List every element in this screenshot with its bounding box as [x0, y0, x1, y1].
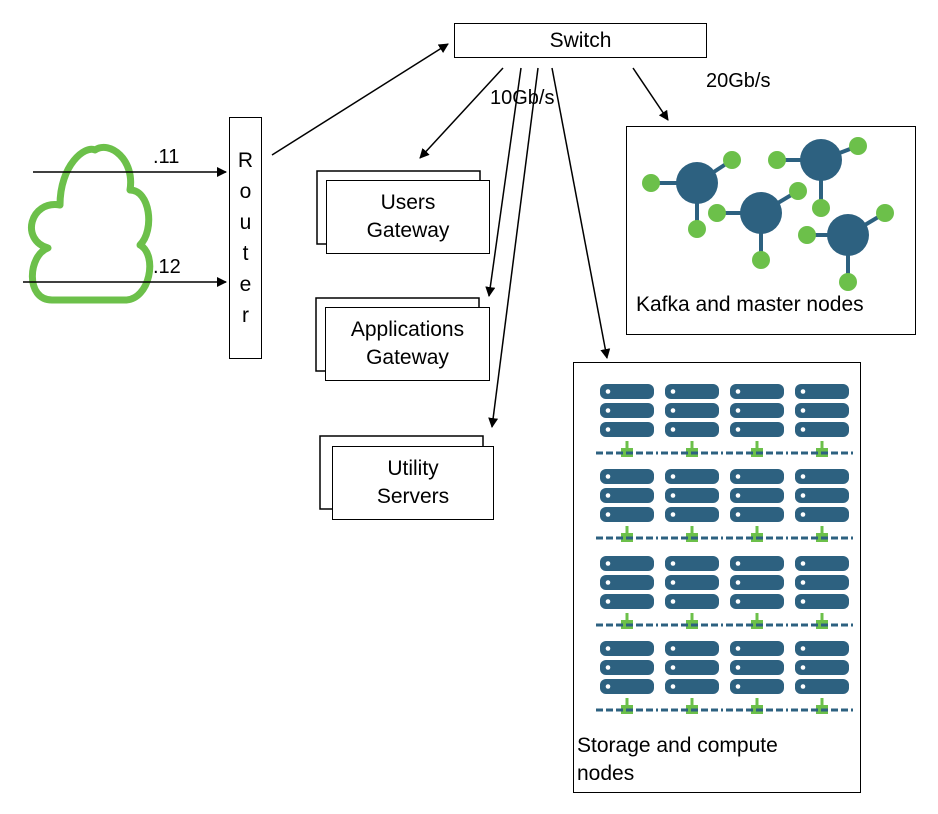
server-rack-icon [726, 384, 788, 457]
server-rack-icon [596, 641, 658, 714]
kafka-nodes-group [642, 137, 894, 291]
kafka-label: Kafka and master nodes [636, 293, 864, 316]
router-letter: o [239, 180, 252, 203]
applications-gateway-line-2: Gateway [366, 346, 449, 369]
switch-to-storage-arrow [551, 67, 611, 359]
utility-servers-box: Utility Servers [332, 446, 494, 520]
router-letter: R [237, 149, 254, 172]
gateway-speed-label: 10Gb/s [490, 87, 555, 109]
switch-box: Switch [454, 23, 707, 58]
router-letter: t [242, 242, 249, 265]
server-rack-icon [661, 384, 723, 457]
server-rack-icon [596, 469, 658, 542]
server-rack-icon [661, 469, 723, 542]
switch-label: Switch [549, 28, 612, 52]
server-rack-icon [791, 469, 853, 542]
server-rack-icon [791, 556, 853, 629]
storage-nodes-group [596, 384, 853, 714]
switch-to-utility-servers-arrow [488, 67, 539, 428]
router-input-label-12: .12 [153, 256, 181, 278]
users-gateway-line-1: Users [380, 191, 436, 214]
server-rack-icon [791, 641, 853, 714]
router-box: R o u t e r [229, 117, 262, 359]
switch-to-users-gateway-arrow [419, 67, 504, 159]
applications-gateway-box: Applications Gateway [325, 307, 490, 381]
router-letter: e [239, 273, 252, 296]
utility-servers-line-2: Servers [376, 485, 450, 508]
server-rack-icon [726, 556, 788, 629]
router-label: R o u t e r [230, 118, 261, 358]
server-rack-icon [596, 556, 658, 629]
router-input-label-11: .11 [153, 146, 180, 168]
applications-gateway-line-1: Applications [350, 318, 465, 341]
hub-node-icon [708, 182, 807, 269]
cloud-icon [28, 144, 154, 304]
server-rack-icon [661, 641, 723, 714]
storage-panel: Storage and compute nodes [573, 362, 861, 793]
server-rack-icon [661, 556, 723, 629]
storage-label-line-1: Storage and compute [577, 734, 778, 757]
switch-to-applications-gateway-arrow [485, 67, 522, 297]
server-rack-icon [791, 384, 853, 457]
hub-node-icon [642, 151, 741, 238]
users-gateway-box: Users Gateway [326, 180, 490, 254]
server-rack-icon [726, 469, 788, 542]
router-to-switch-arrow [271, 43, 449, 156]
storage-label-line-2: nodes [577, 762, 635, 785]
storage-label: Storage and compute nodes [577, 732, 778, 788]
router-letter: u [239, 211, 252, 234]
server-rack-icon [596, 384, 658, 457]
users-gateway-line-2: Gateway [366, 219, 450, 242]
hub-node-icon [768, 137, 867, 217]
router-letter: r [242, 304, 249, 327]
hub-node-icon [798, 204, 894, 291]
switch-to-kafka-arrow [632, 67, 669, 121]
utility-servers-line-1: Utility [387, 457, 439, 480]
cluster-speed-label: 20Gb/s [706, 70, 771, 92]
kafka-panel: Kafka and master nodes [626, 126, 916, 335]
server-rack-icon [726, 641, 788, 714]
